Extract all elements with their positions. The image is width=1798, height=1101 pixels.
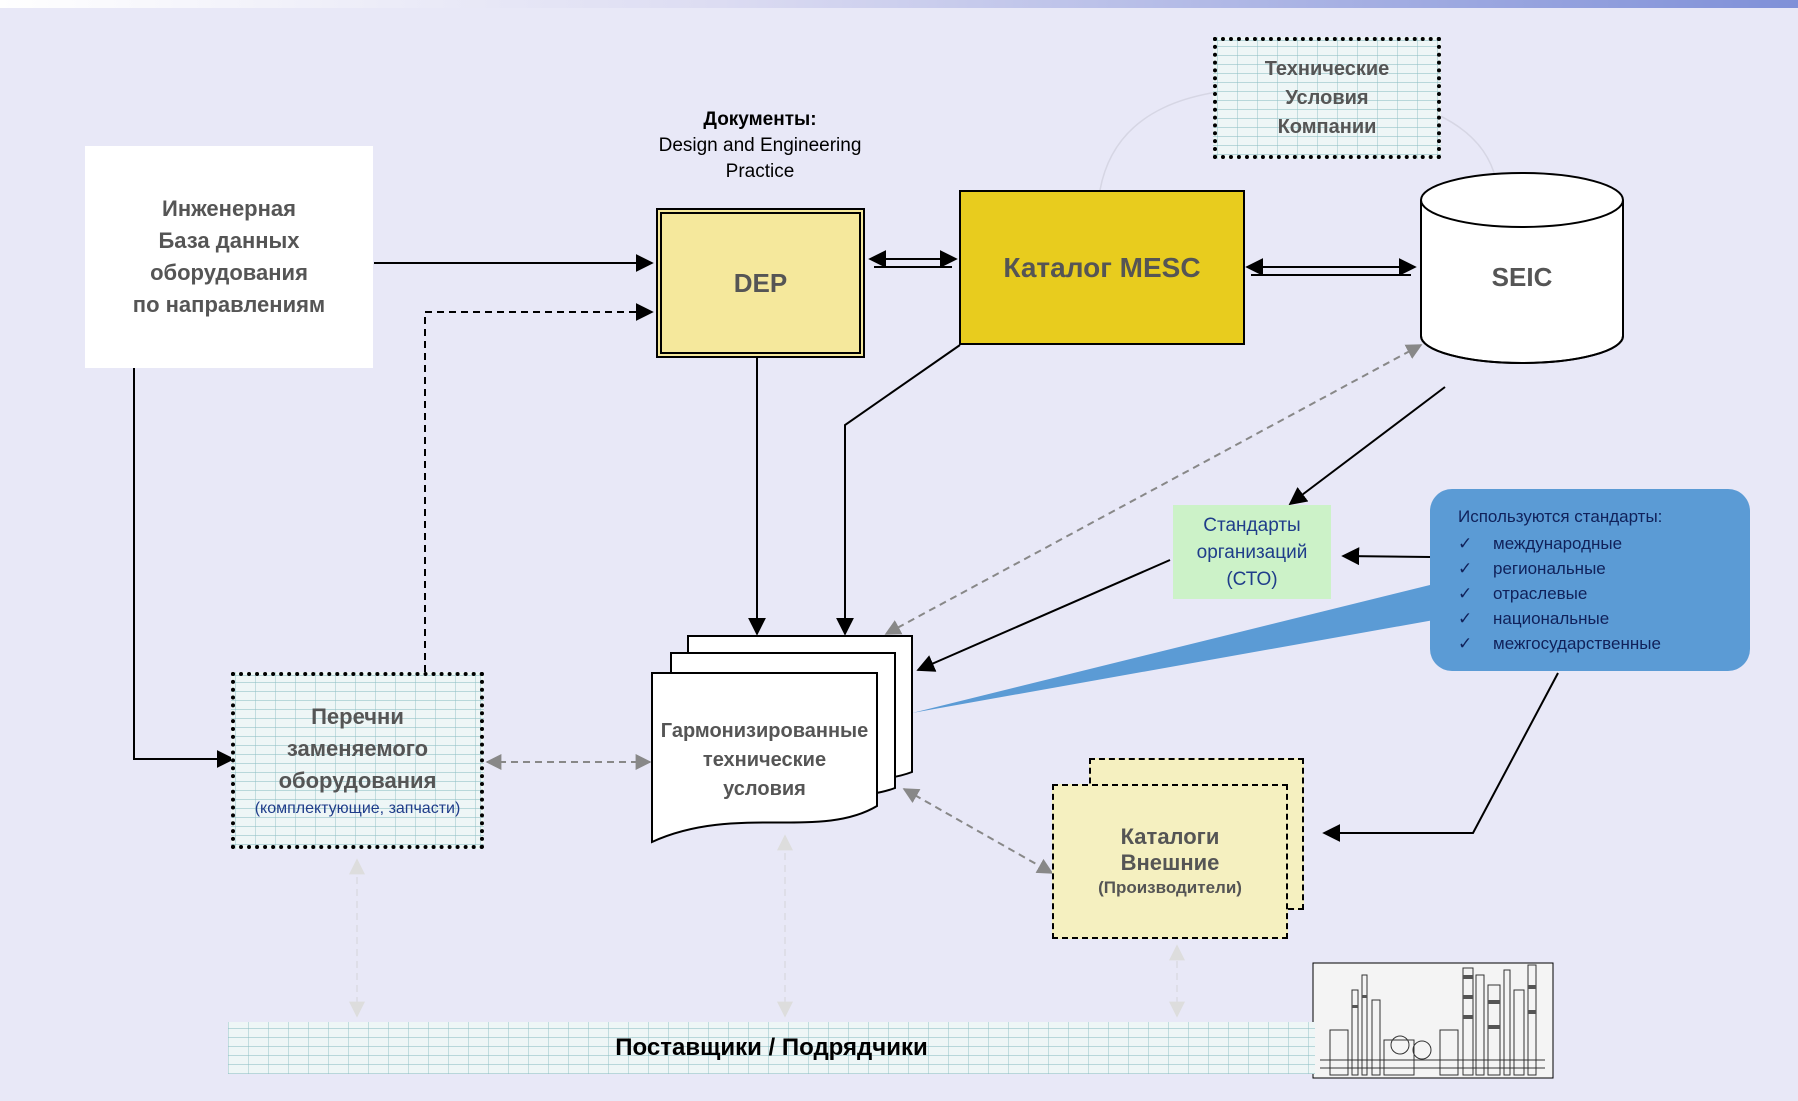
- arrow-db-to-replaceable: [133, 368, 235, 768]
- standards-item: ✓региональные: [1458, 559, 1606, 578]
- mesc-label: Каталог MESC: [1003, 251, 1201, 283]
- standards-item: ✓международные: [1458, 534, 1623, 553]
- arrow-seic-to-sto: [1288, 386, 1446, 506]
- tech-conditions-line-3: Компании: [1277, 115, 1377, 138]
- arrow-sto-to-harmonized: [916, 559, 1171, 672]
- mesc-box: Каталог MESC: [959, 190, 1245, 345]
- engineering-db-line-4: по направлениям: [132, 292, 326, 317]
- arrow-harmonized-catalogs: [902, 788, 1054, 874]
- dep-box: DEP: [656, 208, 865, 358]
- dep-label: DEP: [733, 267, 788, 298]
- external-catalogs-sub: (Производители): [1098, 877, 1242, 897]
- documents-title: Документы:: [703, 109, 817, 130]
- documents-line-2: Practice: [725, 161, 795, 182]
- arrow-callout-to-catalogs: [1322, 672, 1559, 842]
- external-catalogs-line-1: Каталоги: [1120, 823, 1220, 849]
- standards-callout: Используются стандарты: ✓международные ✓…: [1430, 489, 1750, 671]
- harmonized-line-2: технические: [702, 748, 827, 771]
- tech-conditions-line-1: Технические: [1264, 57, 1390, 80]
- replaceable-sub: (комплектующие, запчасти): [254, 799, 461, 817]
- harmonized-doc-text: Гармонизированные технические условия: [652, 710, 877, 810]
- arrow-replaceable-to-dep: [424, 303, 654, 672]
- external-catalogs-box: Каталоги Внешние (Производители): [1052, 784, 1288, 939]
- suppliers-label: Поставщики / Подрядчики: [615, 1034, 928, 1061]
- harmonized-line-1: Гармонизированные: [660, 719, 869, 742]
- harmonized-line-3: условия: [723, 777, 806, 800]
- standards-item: ✓национальные: [1458, 609, 1610, 628]
- documents-caption: Документы: Design and Engineering Practi…: [620, 106, 900, 186]
- top-gradient-bar: [0, 0, 1798, 8]
- replaceable-line-1: Перечни: [311, 703, 404, 729]
- engineering-db-box: Инженерная База данных оборудования по н…: [85, 146, 373, 368]
- engineering-db-line-1: Инженерная: [162, 196, 296, 221]
- arrow-mesc-to-harmonized: [836, 344, 961, 636]
- harmonized-doc-stack: [651, 635, 913, 844]
- refinery-illustration: [1312, 962, 1554, 1079]
- sto-line-3: (СТО): [1226, 568, 1278, 590]
- tech-conditions-box: Технические Условия Компании: [1213, 37, 1441, 159]
- replaceable-line-2: заменяемого: [286, 735, 429, 761]
- engineering-db-line-3: оборудования: [150, 260, 308, 285]
- external-catalogs-line-2: Внешние: [1120, 849, 1220, 875]
- arrow-callout-to-sto: [1341, 547, 1431, 566]
- standards-item: ✓межгосударственные: [1458, 634, 1661, 653]
- arrow-seic-harmonized: [884, 344, 1423, 635]
- tech-conditions-line-2: Условия: [1285, 86, 1369, 109]
- replaceable-equipment-box: Перечни заменяемого оборудования (компле…: [231, 672, 484, 849]
- replaceable-line-3: оборудования: [278, 767, 437, 793]
- documents-line-1: Design and Engineering: [658, 135, 862, 156]
- seic-label: SEIC: [1491, 261, 1553, 292]
- standards-callout-title: Используются стандарты:: [1458, 507, 1663, 526]
- sto-line-2: организаций: [1196, 541, 1308, 563]
- engineering-db-line-2: База данных: [158, 228, 300, 253]
- callout-tail: [912, 584, 1434, 713]
- sto-box: Стандарты организаций (СТО): [1173, 505, 1331, 599]
- seic-cylinder: [1420, 172, 1624, 364]
- sto-line-1: Стандарты: [1203, 514, 1301, 536]
- seic-box: SEIC: [1421, 240, 1623, 314]
- standards-item: ✓отраслевые: [1458, 584, 1588, 603]
- suppliers-bar: Поставщики / Подрядчики: [228, 1022, 1315, 1074]
